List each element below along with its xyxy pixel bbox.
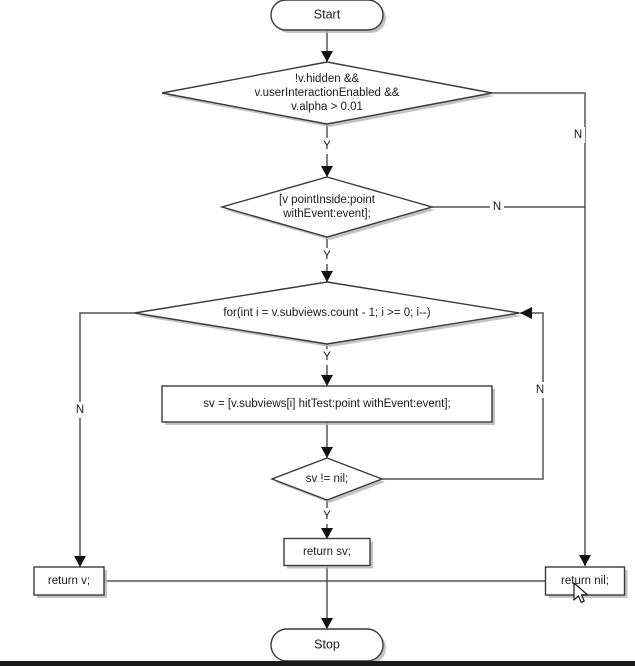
edge-line: [492, 92, 586, 566]
edge-visible-no: [492, 92, 591, 566]
edge-label-loop-yes: Y: [323, 351, 331, 363]
edge-label-backdrop: [320, 349, 334, 365]
node-return-nil[interactable]: return nil;: [544, 566, 628, 598]
edge-arrowhead: [321, 528, 333, 539]
node-subview-loop[interactable]: for(int i = v.subviews.count - 1; i >= 0…: [134, 281, 523, 347]
node-label: sv != nil;: [306, 473, 349, 485]
edge-labels-layer: Y N Y N Y N Y N: [73, 127, 585, 524]
edge-arrowhead: [321, 51, 333, 62]
decision-shape: [219, 176, 435, 238]
edge-label-visible-no: N: [574, 129, 582, 141]
edge-arrowhead: [321, 166, 333, 177]
edge-label-sv-no-loopback: N: [536, 384, 544, 396]
decision-shape: [134, 281, 520, 345]
decision-shape: [161, 61, 493, 125]
node-label: v.alpha > 0.01: [291, 101, 363, 113]
node-return-sv[interactable]: return sv;: [283, 537, 373, 569]
node-label: return nil;: [561, 575, 609, 587]
edge-arrowhead: [579, 555, 591, 566]
node-label: return v;: [48, 575, 90, 587]
edge-label-sv-yes: Y: [323, 510, 331, 522]
node-label: !v.hidden &&: [295, 73, 360, 85]
node-label: withEvent:event];: [282, 208, 371, 220]
node-label: Start: [314, 7, 341, 21]
edge-arrowhead: [321, 447, 333, 458]
edge-arrowhead: [321, 375, 333, 386]
node-label: return sv;: [303, 546, 351, 558]
bottom-band: [0, 661, 635, 666]
terminator-shape: [270, 0, 384, 31]
edge-arrowhead: [520, 307, 532, 319]
edge-label-backdrop: [571, 127, 585, 143]
edge-label-backdrop: [490, 199, 504, 215]
node-hit-test-subview[interactable]: sv = [v.subviews[i] hitTest:point withEv…: [161, 385, 495, 425]
node-label: [v pointInside:point: [279, 194, 376, 206]
edge-label-point-inside-no: N: [493, 201, 501, 213]
edge-loop-no: [74, 312, 135, 567]
edge-return-sv-to-stop: [321, 566, 333, 629]
nodes-layer: Start !v.hidden && v.userInteractionEnable…: [33, 0, 628, 664]
node-return-v[interactable]: return v;: [33, 566, 107, 598]
node-label: sv = [v.subviews[i] hitTest:point withEv…: [203, 398, 450, 410]
edge-label-backdrop: [320, 508, 334, 524]
edge-arrowhead: [321, 271, 333, 282]
edge-label-visible-yes: Y: [323, 140, 331, 152]
edge-arrowhead: [321, 618, 333, 629]
edge-start-to-visible: [321, 30, 333, 62]
edge-label-point-inside-yes: Y: [323, 250, 331, 262]
process-shape: [283, 537, 371, 567]
edge-hittest-to-check: [321, 422, 333, 458]
edge-arrowhead: [74, 556, 86, 567]
edge-label-backdrop: [320, 248, 334, 264]
node-point-inside[interactable]: [v pointInside:point withEvent:event];: [219, 176, 435, 240]
node-start[interactable]: Start: [270, 0, 386, 33]
node-sv-not-nil[interactable]: sv != nil;: [270, 457, 385, 503]
edge-line: [79, 312, 135, 567]
edge-label-backdrop: [73, 402, 87, 418]
node-stop[interactable]: Stop: [270, 628, 386, 664]
node-label: v.userInteractionEnabled &&: [255, 87, 400, 99]
decision-shape: [270, 457, 384, 501]
process-shape: [161, 385, 493, 423]
edge-label-loop-no: N: [76, 404, 84, 416]
process-shape: [33, 566, 105, 596]
node-label: Stop: [314, 637, 340, 651]
node-visible-check[interactable]: !v.hidden && v.userInteractionEnabled && v…: [161, 61, 495, 127]
edge-label-backdrop: [533, 382, 547, 398]
edge-label-backdrop: [320, 138, 334, 154]
node-label: for(int i = v.subviews.count - 1; i >= 0…: [223, 307, 430, 319]
